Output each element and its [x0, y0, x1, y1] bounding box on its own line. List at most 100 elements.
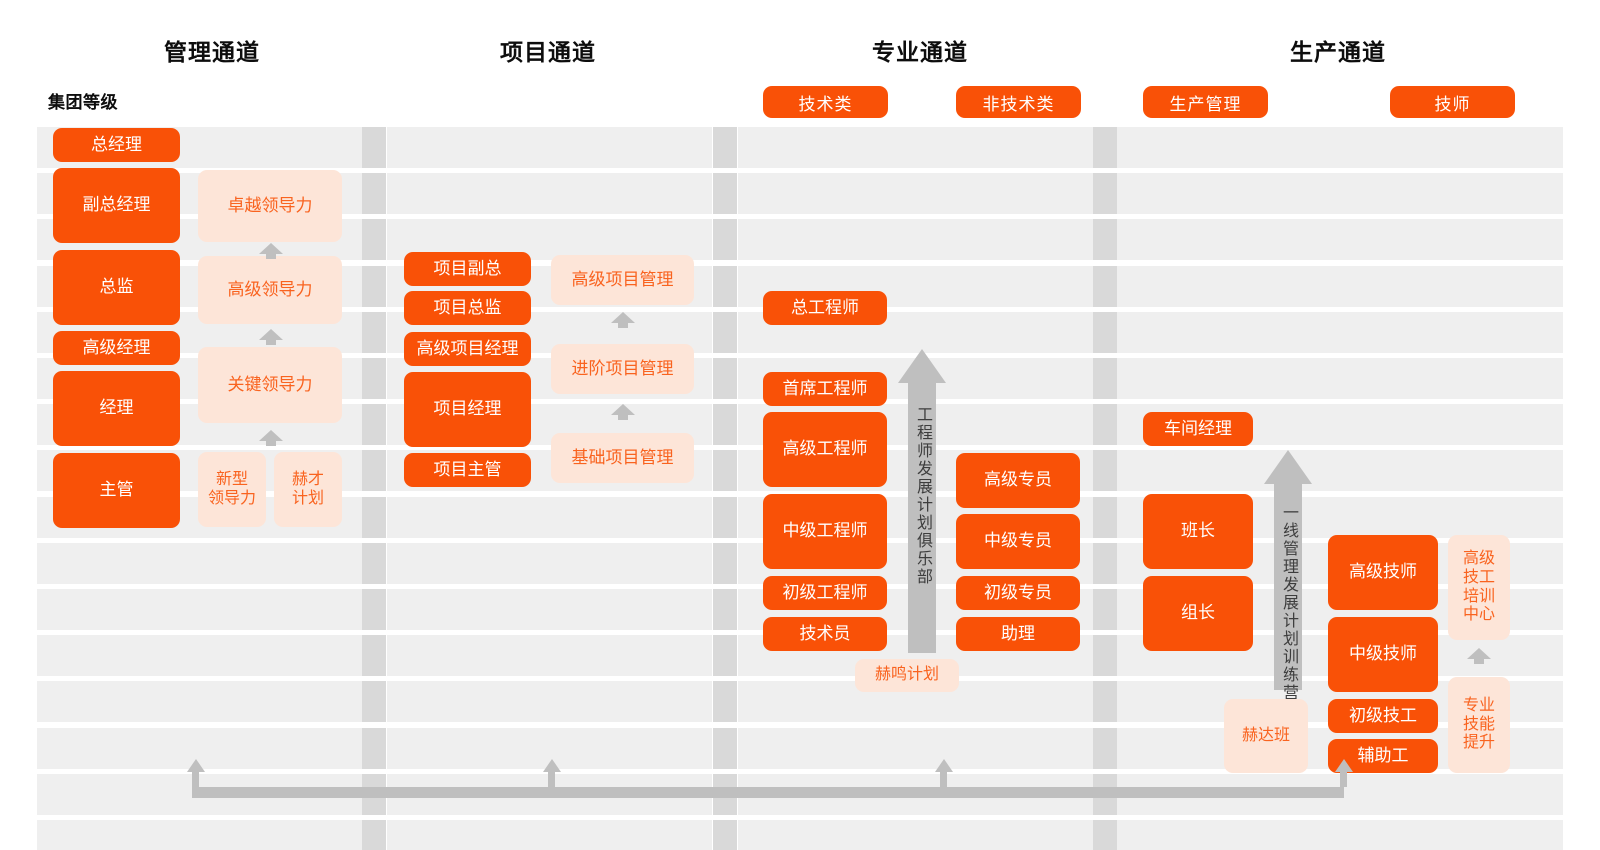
program-project-2[interactable]: 基础项目管理	[551, 433, 694, 483]
node-nontechnical-position-1[interactable]: 中级专员	[956, 514, 1080, 569]
grid-row-band	[1098, 311, 1563, 353]
node-technical-position-0[interactable]: 总工程师	[763, 291, 887, 325]
channel-title-management: 管理通道	[164, 39, 260, 65]
node-production-management-1[interactable]: 班长	[1143, 494, 1253, 569]
node-technical-position-4[interactable]: 初级工程师	[763, 576, 887, 610]
node-nontechnical-position-2[interactable]: 初级专员	[956, 576, 1080, 610]
grid-row-band	[1098, 820, 1563, 850]
grid-divider-column	[362, 450, 386, 492]
grid-row-band	[1098, 265, 1563, 307]
grid-divider-column	[713, 219, 737, 261]
grid-divider-column	[713, 589, 737, 630]
rail-arrow-head-icon-2	[935, 759, 953, 772]
grid-divider-column	[713, 820, 737, 850]
node-project-position-0[interactable]: 项目副总	[404, 252, 531, 286]
node-technician-position-3[interactable]: 辅助工	[1328, 739, 1438, 773]
grid-divider-column	[713, 173, 737, 215]
channel-title-professional: 专业通道	[872, 39, 968, 65]
channel-title-production: 生产通道	[1290, 39, 1386, 65]
grid-row-band	[37, 542, 362, 584]
program-management-1[interactable]: 高级领导力	[198, 256, 342, 324]
grid-divider-column	[362, 496, 386, 538]
rail-arrow-head-icon-1	[543, 759, 561, 772]
grid-divider-column	[1093, 265, 1117, 307]
program-production-0[interactable]: 赫达班	[1224, 699, 1308, 773]
node-production-management-2[interactable]: 组长	[1143, 576, 1253, 651]
program-project-0[interactable]: 高级项目管理	[551, 255, 694, 305]
node-technician-position-0[interactable]: 高级技师	[1328, 535, 1438, 610]
node-technical-position-5[interactable]: 技术员	[763, 617, 887, 651]
grid-row-band	[387, 542, 712, 584]
grid-divider-column	[1093, 450, 1117, 492]
program-management-3[interactable]: 新型 领导力	[198, 452, 266, 527]
rail-arrow-head-icon-0	[187, 759, 205, 772]
grid-row-band	[738, 173, 1093, 215]
grid-divider-column	[1093, 311, 1117, 353]
grid-divider-column	[362, 681, 386, 723]
grid-row-band	[738, 127, 1093, 168]
program-management-2[interactable]: 关键领导力	[198, 347, 342, 423]
program-professional-0[interactable]: 赫鸣计划	[855, 659, 959, 692]
category-badge-production-management[interactable]: 生产管理	[1143, 86, 1268, 118]
grid-row-band	[37, 681, 362, 723]
grid-row-band	[387, 127, 712, 168]
node-project-position-2[interactable]: 高级项目经理	[404, 332, 531, 366]
grid-divider-column	[362, 127, 386, 168]
up-arrow-icon-production-1	[1467, 648, 1491, 664]
grid-row-band	[1098, 450, 1563, 492]
grid-row-band	[387, 589, 712, 630]
node-management-position-1[interactable]: 副总经理	[53, 168, 180, 243]
node-technician-position-1[interactable]: 中级技师	[1328, 617, 1438, 692]
rail-tick-3	[1340, 770, 1347, 787]
program-management-0[interactable]: 卓越领导力	[198, 170, 342, 242]
node-management-position-5[interactable]: 主管	[53, 453, 180, 528]
grid-divider-column	[1093, 127, 1117, 168]
category-badge-technician[interactable]: 技师	[1390, 86, 1515, 118]
grid-row-band	[1098, 173, 1563, 215]
up-arrow-icon-management-1	[259, 243, 283, 259]
program-project-1[interactable]: 进阶项目管理	[551, 344, 694, 394]
vertical-arrow-label-frontline: 一线管理发展计划训练营	[1280, 504, 1297, 702]
node-project-position-4[interactable]: 项目主管	[404, 453, 531, 487]
grid-divider-column	[362, 311, 386, 353]
grid-divider-column	[1093, 635, 1117, 677]
node-production-management-0[interactable]: 车间经理	[1143, 412, 1253, 446]
grade-axis-label: 集团等级	[48, 93, 118, 112]
program-management-4[interactable]: 赫才 计划	[274, 452, 342, 527]
node-nontechnical-position-0[interactable]: 高级专员	[956, 453, 1080, 508]
grid-divider-column	[713, 311, 737, 353]
program-production-2[interactable]: 专业 技能 提升	[1448, 677, 1510, 773]
node-project-position-3[interactable]: 项目经理	[404, 372, 531, 447]
program-production-1[interactable]: 高级 技工 培训 中心	[1448, 535, 1510, 640]
grid-divider-column	[713, 635, 737, 677]
grid-row-band	[738, 820, 1093, 850]
category-badge-nontechnical[interactable]: 非技术类	[956, 86, 1081, 118]
node-project-position-1[interactable]: 项目总监	[404, 291, 531, 325]
node-technical-position-3[interactable]: 中级工程师	[763, 494, 887, 569]
grid-row-band	[387, 820, 712, 850]
node-nontechnical-position-3[interactable]: 助理	[956, 617, 1080, 651]
up-arrow-icon-project-2	[611, 404, 635, 420]
category-badge-technical[interactable]: 技术类	[763, 86, 888, 118]
node-technical-position-2[interactable]: 高级工程师	[763, 412, 887, 487]
grid-divider-column	[1093, 542, 1117, 584]
grid-divider-column	[713, 404, 737, 446]
node-management-position-3[interactable]: 高级经理	[53, 331, 180, 365]
grid-row-band	[37, 635, 362, 677]
grid-divider-column	[713, 681, 737, 723]
grid-row-band	[387, 635, 712, 677]
grid-divider-column	[362, 358, 386, 399]
vertical-arrow-engineer-development: 工程师发展计划俱乐部	[893, 349, 951, 653]
node-technical-position-1[interactable]: 首席工程师	[763, 372, 887, 406]
node-management-position-4[interactable]: 经理	[53, 371, 180, 446]
grid-row-band	[738, 727, 1093, 769]
node-technician-position-2[interactable]: 初级技工	[1328, 699, 1438, 733]
grid-divider-column	[713, 127, 737, 168]
grid-divider-column	[713, 450, 737, 492]
grid-row-band	[738, 219, 1093, 261]
grid-divider-column	[1093, 727, 1117, 769]
node-management-position-2[interactable]: 总监	[53, 250, 180, 325]
grid-divider-column	[1093, 358, 1117, 399]
node-management-position-0[interactable]: 总经理	[53, 128, 180, 162]
